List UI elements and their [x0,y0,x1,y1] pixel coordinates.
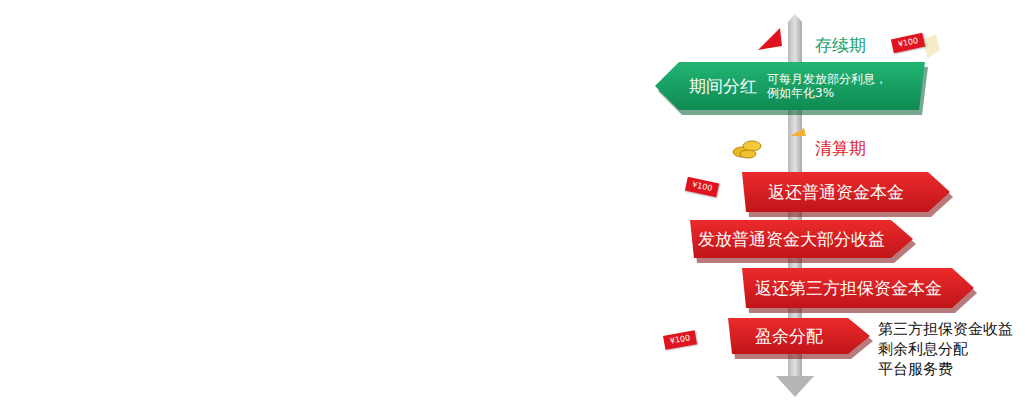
red-flag [758,28,782,50]
envelope-tag: ¥100 [663,330,697,349]
gold-coins [733,141,761,158]
signpost-board: 返还普通资金本金 [742,172,950,212]
board-title: 返还第三方担保资金本金 [755,277,942,300]
board-content: 返还普通资金本金 [742,172,950,212]
envelope-tag: ¥100 [685,177,720,197]
board-title: 发放普通资金大部分收益 [698,228,885,251]
board-face [690,220,913,258]
board-content: 发放普通资金大部分收益 [690,220,913,258]
board-face [655,62,925,110]
note-text: 剩余利息分配 [878,340,968,359]
note-text: 第三方担保资金收益 [878,320,1013,339]
board-content: 期间分红可每月发放部分利息，例如年化3% [655,62,959,110]
board-face [728,318,870,354]
board-note: 可每月发放部分利息，例如年化3% [767,72,895,101]
board-content: 盈余分配 [728,318,870,354]
signpost-board: 期间分红可每月发放部分利息，例如年化3% [655,62,925,110]
signpost-board: 返还第三方担保资金本金 [742,268,974,308]
pole-arrowhead [776,376,814,397]
board-face [742,172,950,212]
signpost-board: 盈余分配 [728,318,870,354]
board-title: 期间分红 [689,75,757,98]
phase-label: 存续期 [815,34,866,57]
board-face [742,268,974,308]
board-content: 返还第三方担保资金本金 [742,268,974,308]
phase-label: 清算期 [815,137,866,160]
board-title: 盈余分配 [755,325,823,348]
signpost-board: 发放普通资金大部分收益 [690,220,913,258]
envelope-tag: ¥100 [891,33,926,53]
board-title: 返还普通资金本金 [768,181,904,204]
note-text: 平台服务费 [878,360,953,379]
gold-flag [790,128,806,136]
